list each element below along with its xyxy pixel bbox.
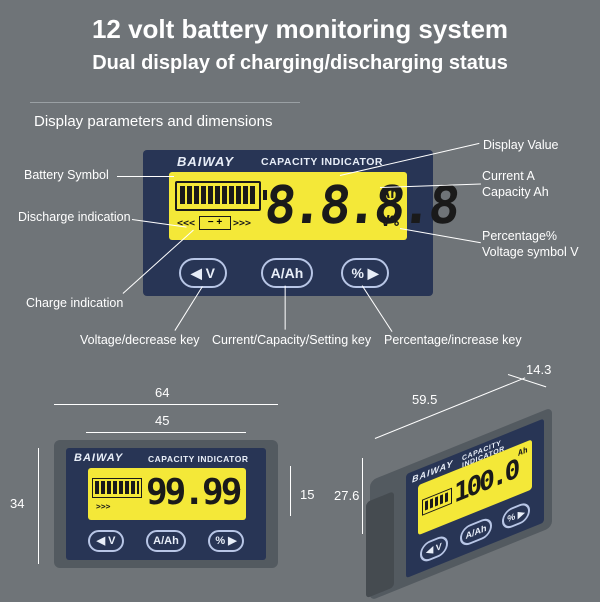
voltage-decrease-key[interactable]: ◀ V — [420, 533, 448, 565]
minus-plus-icon: − + — [199, 216, 231, 230]
battery-icon — [92, 478, 142, 498]
unit-v-percent: V% — [381, 212, 400, 230]
page-subtitle: Dual display of charging/discharging sta… — [92, 52, 508, 74]
percentage-increase-key[interactable]: % ▶ — [208, 530, 244, 552]
dim-inner-height: 15 — [300, 487, 315, 502]
leader-line — [284, 285, 286, 330]
dim-line — [86, 432, 246, 433]
front-unit: A — [234, 480, 241, 493]
leader-line — [117, 176, 174, 178]
battery-icon — [175, 181, 267, 211]
front-display-value: 99.99 — [146, 472, 242, 513]
label-percentage-key: Percentage/increase key — [384, 333, 522, 347]
charge-arrows: >>> — [233, 218, 252, 229]
current-capacity-key[interactable]: A/Ah — [146, 530, 186, 552]
current-capacity-key[interactable]: A/Ah — [460, 515, 492, 549]
label-capacity: Capacity Ah — [482, 185, 549, 199]
section-heading: Display parameters and dimensions — [34, 113, 273, 130]
device-front-view: BAIWAY CAPACITY INDICATOR >>> 99.99 A ◀ … — [54, 440, 278, 568]
label-discharge: Discharge indication — [18, 210, 131, 224]
dim-height: 34 — [10, 496, 25, 511]
model-label: CAPACITY INDICATOR — [148, 454, 249, 464]
device-body: BAIWAY CAPACITY INDICATOR 100.0 Ah ◀ V A… — [366, 407, 552, 601]
voltage-decrease-key[interactable]: ◀ V — [179, 258, 227, 288]
label-voltage-key: Voltage/decrease key — [80, 333, 200, 347]
label-battery-symbol: Battery Symbol — [24, 168, 109, 182]
label-current: Current A — [482, 169, 535, 183]
dim-line — [38, 448, 39, 564]
lcd-screen: <<< − + >>> 8.8.8.8 Ah V% — [169, 172, 459, 240]
device-angled-face: BAIWAY CAPACITY INDICATOR 100.0 Ah ◀ V A… — [406, 418, 544, 579]
unit-ah: Ah — [381, 184, 400, 202]
label-voltage-symbol: Voltage symbol V — [482, 245, 579, 259]
dim-line — [362, 458, 363, 534]
dim-inner-width: 45 — [155, 413, 170, 428]
model-label: CAPACITY INDICATOR — [261, 156, 383, 168]
device-front-face: BAIWAY CAPACITY INDICATOR >>> 99.99 A ◀ … — [66, 448, 266, 560]
battery-icon — [422, 487, 452, 516]
dim-line — [54, 404, 278, 405]
label-display-value: Display Value — [483, 138, 559, 152]
side-unit: Ah — [518, 445, 528, 458]
dim-outer-width: 64 — [155, 385, 170, 400]
label-charge: Charge indication — [26, 296, 124, 310]
dim-line — [290, 466, 291, 516]
divider — [30, 102, 300, 103]
percentage-increase-key[interactable]: % ▶ — [341, 258, 389, 288]
percentage-increase-key[interactable]: % ▶ — [502, 500, 530, 532]
voltage-decrease-key[interactable]: ◀ V — [88, 530, 124, 552]
dim-depth: 14.3 — [526, 362, 552, 377]
brand-logo: BAIWAY — [74, 452, 124, 464]
lcd-screen: >>> 99.99 A — [88, 468, 246, 520]
discharge-arrows: <<< — [177, 218, 196, 229]
current-capacity-key[interactable]: A/Ah — [261, 258, 313, 288]
device-angled-view: BAIWAY CAPACITY INDICATOR 100.0 Ah ◀ V A… — [366, 400, 562, 601]
charge-arrows: >>> — [96, 502, 111, 511]
dim-side-length: 59.5 — [412, 392, 438, 407]
brand-logo: BAIWAY — [177, 154, 235, 169]
label-percentage: Percentage% — [482, 229, 558, 243]
page-title: 12 volt battery monitoring system — [91, 14, 509, 44]
label-current-key: Current/Capacity/Setting key — [212, 333, 372, 347]
dim-side-height: 27.6 — [334, 488, 360, 503]
monitor-front-panel: BAIWAY CAPACITY INDICATOR <<< − + >>> 8.… — [143, 150, 459, 296]
